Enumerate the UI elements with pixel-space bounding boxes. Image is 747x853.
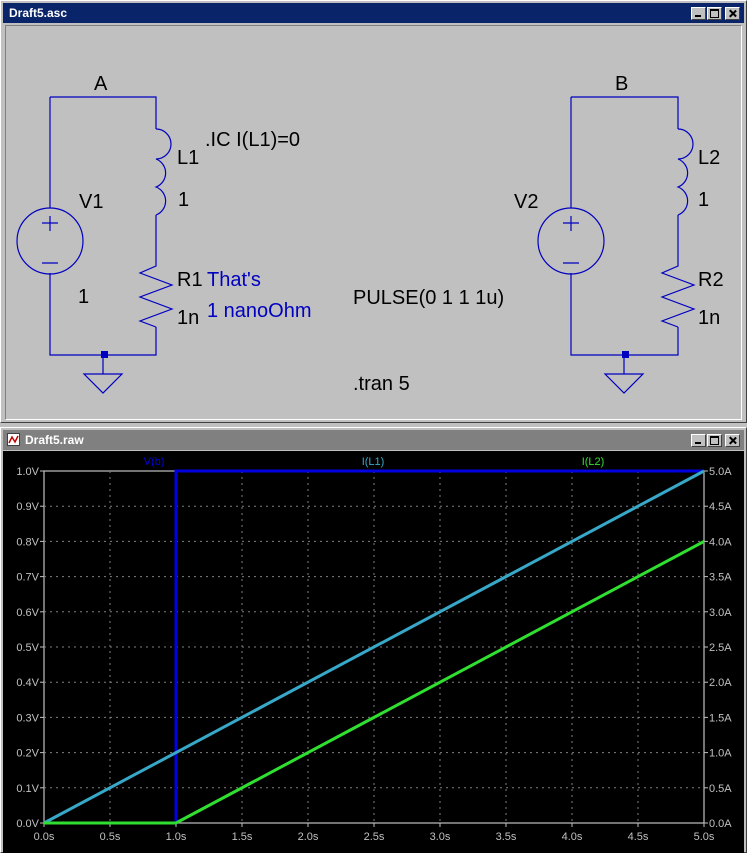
plot-legend: V(b) I(L1) I(L2)	[144, 456, 605, 468]
x-tick-label: 3.5s	[496, 831, 517, 843]
v1-name: V1	[79, 191, 103, 213]
legend-il1[interactable]: I(L1)	[362, 456, 385, 468]
comment-line-1[interactable]: That's	[207, 269, 261, 291]
y-right-tick-label: 4.0A	[709, 536, 732, 548]
x-tick-label: 4.0s	[562, 831, 583, 843]
y-right-tick-label: 0.5A	[709, 783, 732, 795]
comment-line-2[interactable]: 1 nanoOhm	[207, 300, 312, 322]
schematic-window-title: Draft5.asc	[9, 6, 68, 20]
schematic-title-bar[interactable]: Draft5.asc	[3, 3, 744, 23]
plot-traces	[43, 469, 705, 825]
plot-ticks: 0.0s 0.5s 1.0s 1.5s 2.0s 2.5s 3.0s 3.5s 4.0s 4.5s…	[16, 466, 732, 843]
y-left-tick-label: 0.5V	[16, 642, 39, 654]
node-b-label: B	[615, 73, 628, 95]
voltage-source-v1	[16, 207, 84, 275]
y-right-tick-label: 2.0A	[709, 677, 732, 689]
r2-value: 1n	[698, 307, 720, 329]
waveform-window: Draft5.raw 0.0s 0.5s 1.0s 1.5s 2.0s 2.5s 3.0s 3…	[0, 427, 747, 853]
wire	[570, 273, 679, 356]
waveform-icon	[7, 433, 20, 446]
x-tick-label: 1.5s	[232, 831, 253, 843]
pulse-value[interactable]: PULSE(0 1 1 1u)	[353, 287, 504, 309]
x-tick-label: 5.0s	[694, 831, 715, 843]
y-left-tick-label: 0.1V	[16, 783, 39, 795]
y-right-tick-label: 1.5A	[709, 712, 732, 724]
y-right-tick-label: 3.5A	[709, 572, 732, 584]
x-tick-label: 3.0s	[430, 831, 451, 843]
resistor-r2	[660, 259, 696, 328]
y-left-tick-label: 1.0V	[16, 466, 39, 478]
minimize-button[interactable]	[691, 434, 706, 447]
junction-dot	[622, 351, 629, 358]
tran-directive[interactable]: .tran 5	[353, 373, 410, 395]
y-right-tick-label: 3.0A	[709, 607, 732, 619]
y-left-tick-label: 0.8V	[16, 536, 39, 548]
y-left-tick-label: 0.0V	[16, 818, 39, 830]
l2-value: 1	[698, 189, 709, 211]
y-left-tick-label: 0.6V	[16, 607, 39, 619]
y-left-tick-label: 0.7V	[16, 572, 39, 584]
y-left-tick-label: 0.2V	[16, 748, 39, 760]
x-tick-label: 0.0s	[34, 831, 55, 843]
resistor-r1	[138, 259, 174, 328]
junction-dot	[101, 351, 108, 358]
schematic-drawing: A B V1 1 V2 L1 1 L2 1 R1 1n R2 1n .IC I(…	[16, 73, 724, 395]
l1-value: 1	[178, 189, 189, 211]
r1-name: R1	[177, 269, 203, 291]
x-tick-label: 1.0s	[166, 831, 187, 843]
y-right-tick-label: 2.5A	[709, 642, 732, 654]
y-right-tick-label: 4.5A	[709, 501, 732, 513]
voltage-source-v2	[537, 207, 605, 275]
inductor-l1	[154, 128, 172, 216]
ground-b	[603, 355, 645, 394]
v1-value: 1	[78, 286, 89, 308]
waveform-plot[interactable]: 0.0s 0.5s 1.0s 1.5s 2.0s 2.5s 3.0s 3.5s 4.0s 4.5s…	[3, 451, 746, 853]
node-a-label: A	[94, 73, 108, 95]
wire	[50, 96, 157, 129]
trace-il2	[44, 540, 705, 825]
wire	[571, 96, 679, 129]
maximize-button[interactable]	[707, 7, 722, 20]
schematic-window: Draft5.asc	[0, 0, 747, 423]
x-tick-label: 2.5s	[364, 831, 385, 843]
y-right-tick-label: 1.0A	[709, 748, 732, 760]
ground-a	[82, 355, 124, 394]
x-tick-label: 2.0s	[298, 831, 319, 843]
y-left-tick-label: 0.4V	[16, 677, 39, 689]
schematic-canvas[interactable]: A B V1 1 V2 L1 1 L2 1 R1 1n R2 1n .IC I(…	[5, 25, 742, 420]
v2-name: V2	[514, 191, 538, 213]
r1-value: 1n	[177, 307, 199, 329]
waveform-window-title: Draft5.raw	[25, 433, 84, 447]
r2-name: R2	[698, 269, 724, 291]
y-left-tick-label: 0.3V	[16, 712, 39, 724]
x-tick-label: 0.5s	[100, 831, 121, 843]
waveform-title-bar[interactable]: Draft5.raw	[3, 430, 744, 450]
waveform-plot-pane[interactable]: 0.0s 0.5s 1.0s 1.5s 2.0s 2.5s 3.0s 3.5s 4.0s 4.5s…	[3, 451, 744, 853]
minimize-button[interactable]	[691, 7, 706, 20]
legend-vb[interactable]: V(b)	[144, 456, 165, 468]
legend-il2[interactable]: I(L2)	[582, 456, 605, 468]
close-button[interactable]	[725, 7, 740, 20]
y-left-tick-label: 0.9V	[16, 501, 39, 513]
wire	[49, 273, 157, 356]
ic-directive[interactable]: .IC I(L1)=0	[205, 129, 300, 151]
maximize-button[interactable]	[707, 434, 722, 447]
close-button[interactable]	[725, 434, 740, 447]
trace-il1	[43, 469, 705, 825]
l1-name: L1	[177, 147, 199, 169]
y-right-tick-label: 0.0A	[709, 818, 732, 830]
inductor-l2	[676, 128, 694, 216]
l2-name: L2	[698, 147, 720, 169]
x-tick-label: 4.5s	[628, 831, 649, 843]
y-right-tick-label: 5.0A	[709, 466, 732, 478]
